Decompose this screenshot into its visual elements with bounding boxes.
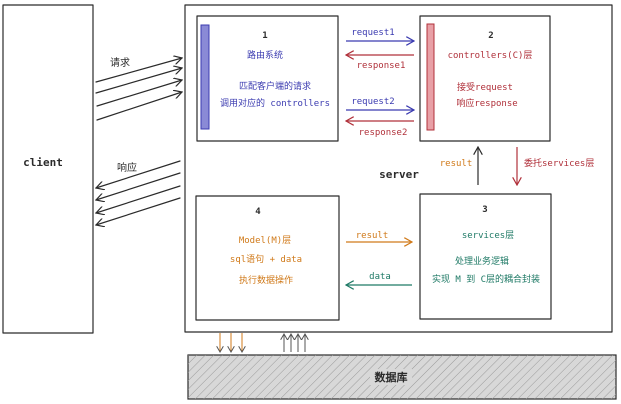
client-label: client [23, 156, 63, 169]
controllers-line2: 响应response [456, 97, 517, 109]
server-response-arrows: 响应 [96, 160, 181, 225]
box-router: 1 路由系统 匹配客户端的请求 调用对应的 controllers [196, 15, 339, 142]
box-model: 4 Model(M)层 sql语句 + data 执行数据操作 [195, 195, 340, 321]
delegate-label: 委托services层 [524, 157, 594, 169]
response1-label: response1 [357, 61, 406, 71]
database-label: 数据库 [375, 370, 408, 384]
router-number: 1 [262, 31, 267, 41]
data-left-label: data [369, 272, 391, 282]
server-label: server [379, 168, 419, 181]
router-side-bar [200, 24, 210, 130]
result-up-label: result [440, 159, 473, 169]
server-node: server [184, 4, 613, 333]
model-number: 4 [255, 207, 261, 217]
model-line1: sql语句 + data [230, 253, 302, 265]
router-controller-edges: request1 response1 request2 response2 [346, 28, 414, 138]
db-down-arrows [220, 333, 242, 352]
services-line2: 实现 M 到 C层的耦合封装 [432, 273, 540, 285]
router-line1: 匹配客户端的请求 [239, 80, 311, 92]
response2-label: response2 [359, 128, 408, 138]
router-title: 路由系统 [247, 49, 283, 61]
services-line1: 处理业务逻辑 [455, 255, 509, 267]
model-title: Model(M)层 [239, 235, 291, 246]
client-node: client [2, 4, 94, 334]
request1-label: request1 [351, 28, 394, 38]
controller-service-edges: result 委托services层 [440, 147, 594, 185]
model-line2: 执行数据操作 [239, 274, 293, 286]
router-line2: 调用对应的 controllers [220, 97, 330, 109]
model-service-edges: result data [346, 231, 412, 285]
box-controllers: 2 controllers(C)层 接受request 响应response [419, 15, 551, 142]
response-label: 响应 [117, 161, 137, 174]
database-node: 数据库 [187, 354, 617, 400]
box-services: 3 services层 处理业务逻辑 实现 M 到 C层的耦合封装 [419, 193, 552, 320]
request2-label: request2 [351, 97, 394, 107]
services-number: 3 [482, 205, 487, 215]
controllers-side-bar [426, 23, 435, 131]
controllers-title: controllers(C)层 [448, 50, 533, 61]
result-right-label: result [356, 231, 389, 241]
db-up-arrows [284, 334, 305, 352]
controllers-line1: 接受request [457, 81, 513, 93]
services-title: services层 [462, 230, 514, 241]
client-request-arrows: 请求 [95, 56, 182, 121]
request-label: 请求 [110, 56, 130, 69]
controllers-number: 2 [488, 31, 493, 41]
